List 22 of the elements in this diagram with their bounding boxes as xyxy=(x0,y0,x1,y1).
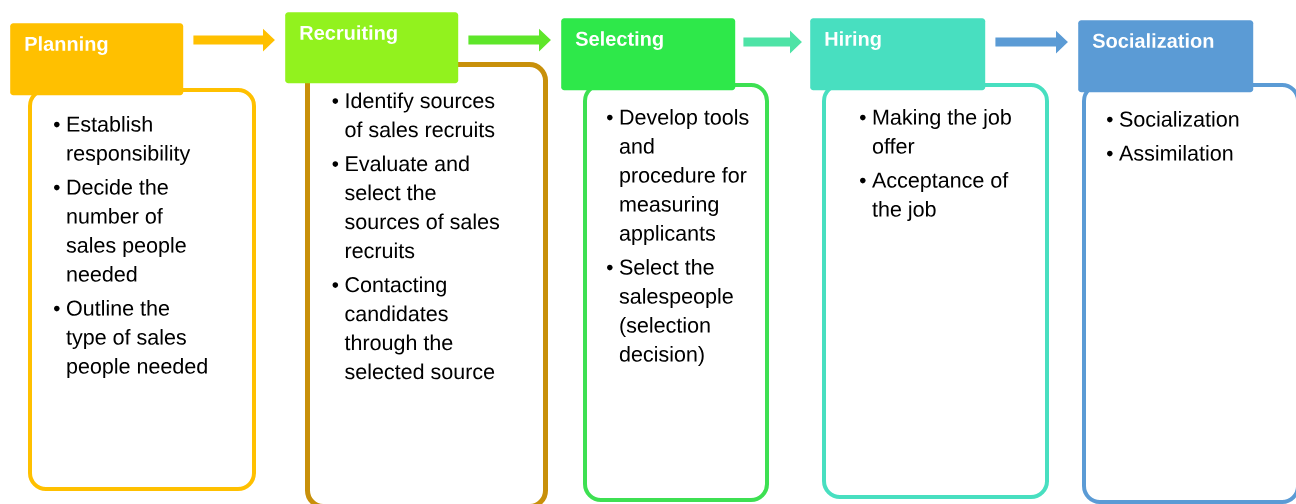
header-box: Planning xyxy=(10,23,184,96)
bullet-text: Develop tools and procedure for measuring applicants xyxy=(619,109,749,246)
bullet-text: Socialization xyxy=(1120,111,1239,127)
bullet-text: Outline the type of sales people needed xyxy=(66,300,207,379)
header-box: Hiring xyxy=(810,18,986,91)
bullet-text: Making the job offer xyxy=(872,109,1011,154)
bullet-text: Establish responsibility xyxy=(67,116,191,166)
bullet-text: Assimilation xyxy=(1119,145,1233,161)
bullet-text: Evaluate and select the sources of sales recruits xyxy=(345,155,500,259)
content-box xyxy=(583,83,769,502)
content-box xyxy=(822,83,1049,499)
bullet-text: Contacting candidates through the selected source xyxy=(344,276,495,380)
header-box: Recruiting xyxy=(285,12,459,84)
content-box xyxy=(28,88,256,491)
bullet-text: Acceptance of the job xyxy=(872,172,1009,222)
content-box xyxy=(305,62,548,504)
content-box xyxy=(1082,83,1296,504)
header-box: Socialization xyxy=(1078,20,1254,93)
bullet-text: Decide the number of sales people needed xyxy=(66,179,186,282)
bullet-text: Select the salespeople (selection decision) xyxy=(619,259,733,367)
bullet-text: Identify sources of sales recruits xyxy=(345,92,495,138)
header-box: Selecting xyxy=(561,18,736,91)
